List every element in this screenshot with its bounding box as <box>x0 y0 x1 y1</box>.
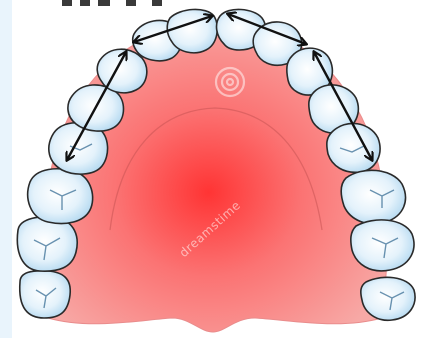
cropped-top-marks <box>62 0 162 6</box>
tooth-icon <box>17 217 77 271</box>
tooth-icon <box>341 170 405 224</box>
tooth-icon <box>327 123 380 172</box>
tooth-icon <box>351 220 414 271</box>
tooth-icon <box>97 49 147 93</box>
tooth-icon <box>361 277 415 320</box>
tooth-icon <box>20 271 71 318</box>
tooth-icon <box>28 169 93 224</box>
palate-gum <box>44 22 387 332</box>
